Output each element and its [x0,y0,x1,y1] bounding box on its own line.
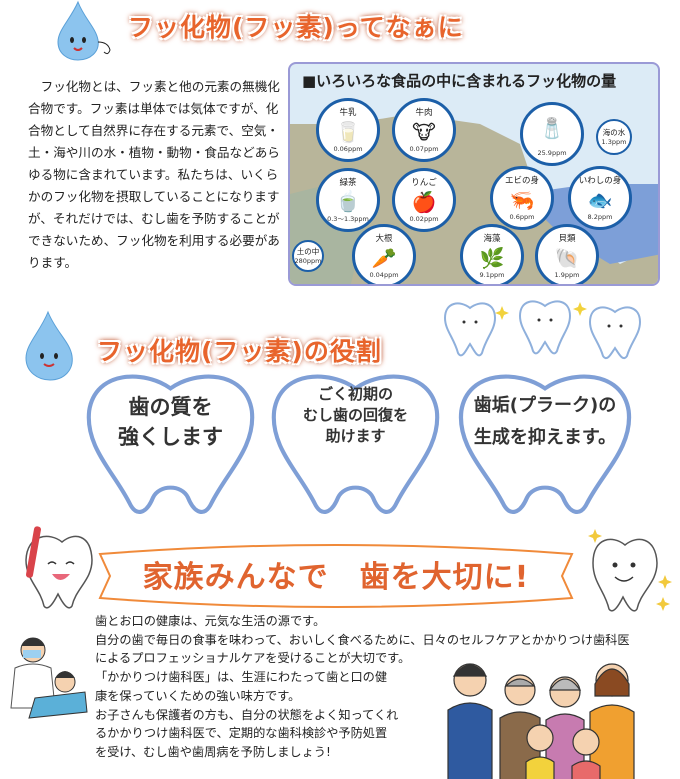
shrimp-icon: 🦐 [509,187,535,212]
food-sardine: いわしの身🐟8.2ppm [568,166,632,230]
smiling-tooth-icon [588,529,672,612]
food-name: 土の中 [296,247,320,256]
tooth-with-toothbrush-icon [25,526,93,609]
food-name: エビの身 [504,176,539,186]
food-value: 0.6ppm [509,213,535,221]
role-text: 歯垢(プラーク)の [473,395,617,416]
food-name: いわしの身 [578,176,622,186]
sardine-icon: 🐟 [587,187,613,212]
small-teeth-mascots-icon [443,300,642,360]
food-seaweed: 海藻🌿9.1ppm [460,224,524,284]
oral-health-text: 歯とお口の健康は、元気な生活の源です。 自分の歯で毎日の食事を味わって、おいしく… [95,612,675,762]
food-fluoride-panel: ■いろいろな食品の中に含まれるフッ化物の量 牛乳🥛0.06ppm 牛肉🐮0.07… [288,62,660,286]
role-text: ごく初期の [317,385,393,403]
tooth-outline-icon [458,374,632,514]
food-value: 0.07ppm [409,145,439,153]
role-text: 強くします [118,425,223,449]
food-value: 0.04ppm [369,271,399,279]
food-name: 緑茶 [339,178,357,188]
role-text: 助けます [325,427,386,445]
section1-title: フッ化物(フッ素)ってなぁに [128,13,464,42]
role-text: 生成を抑えます。 [473,427,617,448]
food-value: 0.3〜1.3ppm [327,215,369,223]
food-value: 25.9ppm [537,149,567,157]
section2-title: フッ化物(フッ素)の役割 [97,337,382,366]
water-drop-mascot-icon [25,310,73,381]
salt-bag-icon: 🧂 [539,116,565,140]
food-shellfish: 貝類🐚1.9ppm [535,224,599,284]
text-line: お子さんも保護者の方も、自分の状態をよく知ってくれ [95,707,399,722]
food-shrimp: エビの身🦐0.6ppm [490,166,554,230]
food-value: 1.3ppm [601,138,627,146]
text-line: 康を保っていくための強い味方です。 [95,688,301,703]
food-name: 海藻 [483,234,501,244]
food-value: 1.9ppm [554,271,580,279]
food-value: 280ppm [294,257,322,265]
daikon-icon: 🥕 [371,245,397,270]
food-name: りんご [411,178,437,188]
food-daikon: 大根🥕0.04ppm [352,224,416,284]
role-card-plaque: 歯垢(プラーク)の生成を抑えます。 [455,370,635,518]
text-line: 歯とお口の健康は、元気な生活の源です。 [95,614,326,628]
banner-title: 家族みんなで 歯を大切に! [142,560,530,595]
text-line: 「かかりつけ歯科医」は、生涯にわたって歯と口の健 [95,670,388,685]
fluoride-description: フッ化物とは、フッ素と他の元素の無機化合物です。フッ素は単体では気体ですが、化合… [28,79,280,270]
green-tea-icon: 🍵 [335,188,361,213]
food-name: 海の水 [602,128,626,137]
text-line: るかかりつけ歯科医で、定期的な歯科検診や予防処置 [95,726,388,741]
dentist-patient-illustration [10,637,88,719]
tooth-outline-icon [271,374,440,514]
food-value: 0.06ppm [333,145,363,153]
role-text: むし歯の回復を [302,406,408,424]
role-card-strengthen: 歯の質を強くします [83,370,258,518]
seaweed-icon: 🌿 [479,245,505,270]
role-text: 歯の質を [128,395,213,419]
food-beef: 牛肉🐮0.07ppm [392,98,456,162]
family-illustration [447,663,635,779]
food-value: 9.1ppm [479,271,505,279]
apple-icon: 🍎 [411,189,437,214]
milk-carton-icon: 🥛 [335,119,361,144]
text-line: 自分の歯で毎日の食事を味わって、おいしく食べるために、日々のセルフケアとかかりつ… [95,632,630,647]
tooth-outline-icon [86,374,255,514]
food-name: 牛乳 [339,108,357,118]
food-milk: 牛乳🥛0.06ppm [316,98,380,162]
food-green-tea: 緑茶🍵 0.3〜1.3ppm [316,168,380,232]
text-line: を受け、むし歯や歯周病を予防しましょう! [95,744,331,759]
banner-ribbon [98,544,574,608]
food-value: 8.2ppm [587,213,613,221]
text-line: によるプロフェッショナルケアを受けることが大切です。 [95,651,411,666]
food-salt: 🧂 25.9ppm [520,102,584,166]
food-name: 大根 [375,234,393,244]
food-apple: りんご🍎0.02ppm [392,168,456,232]
food-value: 0.02ppm [409,215,439,223]
role-card-repair: ごく初期のむし歯の回復を助けます [268,370,443,518]
food-name: 貝類 [558,234,576,244]
panel-title: ■いろいろな食品の中に含まれるフッ化物の量 [302,72,617,90]
shell-icon: 🐚 [554,245,580,270]
water-drop-mascot-icon [57,0,111,61]
cow-icon: 🐮 [412,119,436,144]
food-name: 牛肉 [415,108,433,118]
